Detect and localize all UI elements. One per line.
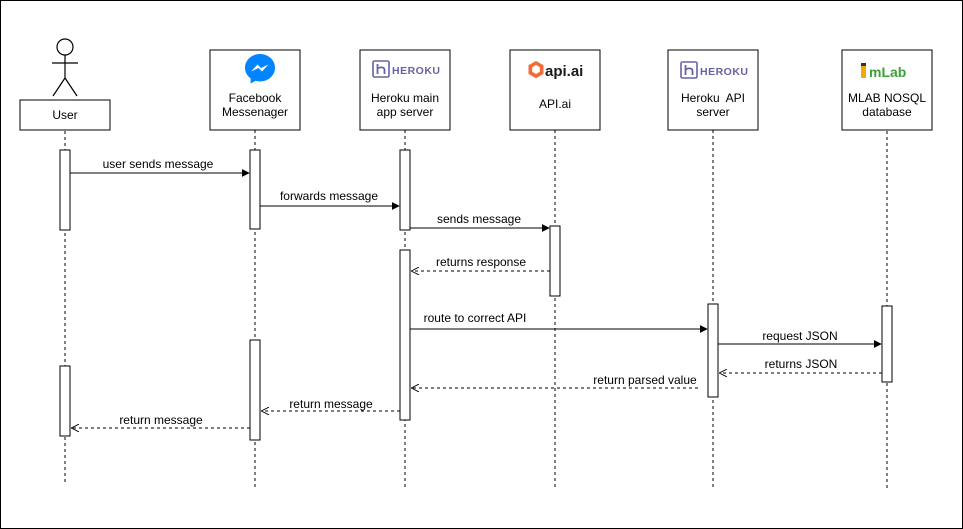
message-label-10: return message [119, 413, 203, 427]
activation-user-1 [59, 149, 71, 231]
mlab-logo-text: mLab [869, 64, 906, 80]
activation-user-2 [59, 365, 71, 437]
participant-heroku-api-box [667, 49, 759, 131]
heroku-main-logo-text: HEROKU [392, 65, 441, 77]
activation-fb-2 [249, 339, 261, 441]
apiai-logo-text: api.ai [545, 63, 583, 80]
message-label-1: user sends message [103, 157, 214, 171]
message-label-4: returns response [436, 255, 526, 269]
participant-heroku-main-label-1: Heroku main [371, 91, 439, 105]
activation-heroku-main-1 [399, 149, 411, 231]
participant-heroku-api-label-1: Heroku API [681, 91, 745, 105]
participant-user-label: User [52, 108, 77, 122]
message-label-6: request JSON [762, 329, 837, 343]
message-label-7: returns JSON [765, 357, 838, 371]
participant-heroku-main-label-2: app server [377, 105, 434, 119]
message-label-3: sends message [437, 212, 521, 226]
mlab-icon: mLab [861, 63, 906, 80]
message-label-5: route to correct API [424, 311, 527, 325]
heroku-icon: HEROKU [680, 61, 749, 79]
activation-heroku-main-2 [399, 249, 411, 421]
activation-mlab-1 [881, 305, 893, 383]
heroku-api-logo-text: HEROKU [700, 66, 749, 78]
participant-mlab-box [841, 49, 933, 131]
apiai-icon: api.ai [528, 61, 583, 80]
user-stick-figure-icon [52, 38, 78, 97]
messenger-icon [245, 54, 275, 84]
participant-mlab-label-1: MLAB NOSQL [848, 91, 926, 105]
heroku-icon: HEROKU [372, 60, 441, 78]
message-label-8: return parsed value [593, 373, 697, 387]
participant-apiai-box [509, 49, 601, 131]
activation-heroku-api-1 [707, 303, 719, 398]
participant-heroku-api-label-2: server [696, 105, 729, 119]
activation-apiai-1 [549, 225, 561, 297]
participant-fb-label-1: Facebook [229, 91, 283, 105]
message-label-2: forwards message [280, 189, 378, 203]
participant-user-box [19, 99, 111, 131]
participant-apiai-label: API.ai [539, 97, 571, 111]
message-label-9: return message [289, 397, 373, 411]
activation-fb-1 [249, 149, 261, 230]
participant-fb-label-2: Messenager [222, 105, 288, 119]
participant-mlab-label-2: database [862, 105, 912, 119]
